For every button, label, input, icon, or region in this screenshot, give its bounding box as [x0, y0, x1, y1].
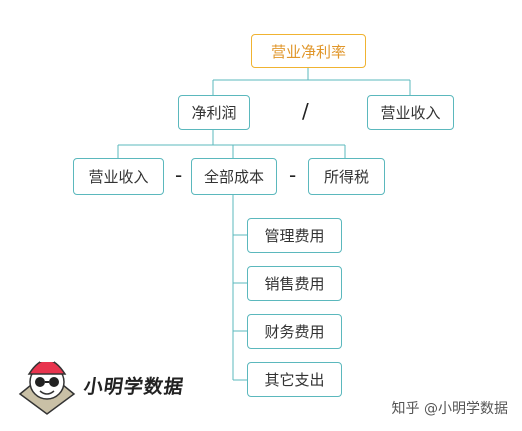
root-node-net-profit-margin: 营业净利率 — [251, 34, 366, 68]
node-net-profit: 净利润 — [178, 95, 250, 130]
node-cost-management: 管理费用 — [247, 218, 342, 253]
node-cost-other: 其它支出 — [247, 362, 342, 397]
brand-name: 小明学数据 — [82, 376, 186, 398]
node-cost-finance: 财务费用 — [247, 314, 342, 349]
minus-operator-2: - — [289, 163, 297, 187]
divide-operator: / — [302, 99, 309, 123]
minus-operator-1: - — [175, 163, 183, 187]
node-revenue-left: 营业收入 — [73, 158, 164, 195]
node-revenue-top: 营业收入 — [367, 95, 454, 130]
node-total-cost: 全部成本 — [191, 158, 277, 195]
node-cost-sales: 销售费用 — [247, 266, 342, 301]
node-income-tax: 所得税 — [308, 158, 385, 195]
mascot-logo-icon — [18, 356, 76, 415]
watermark-text: 知乎 @小明学数据 — [391, 401, 508, 417]
